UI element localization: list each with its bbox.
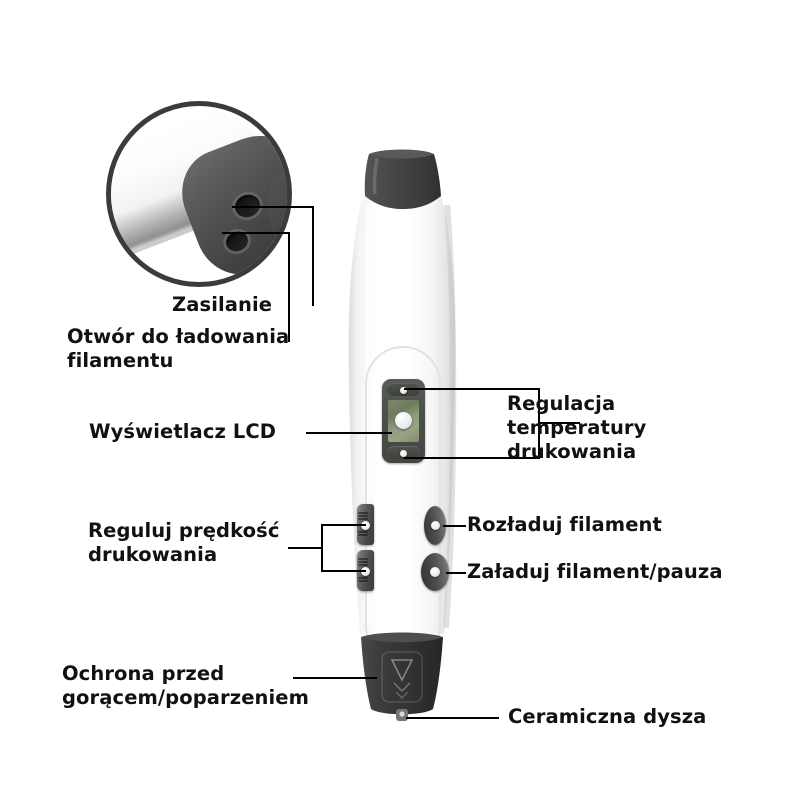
label-lcd-display: Wyświetlacz LCD: [89, 420, 277, 443]
lcd-temp-up-indicator: [400, 386, 407, 394]
lcd-temp-up-button[interactable]: [387, 383, 420, 396]
load-filament-button[interactable]: [421, 553, 449, 591]
magnifier-contents: [111, 106, 287, 282]
speed-up-ridge-5: [358, 534, 368, 536]
leader-temp-bottom: [404, 457, 540, 459]
speed-up-ridge-4: [358, 531, 368, 533]
leader-power-horizontal: [232, 206, 314, 208]
load-filament-indicator: [430, 567, 440, 577]
unload-filament-indicator: [431, 521, 440, 530]
speed-down-ridge-2: [358, 561, 368, 563]
label-ceramic-nozzle: Ceramiczna dysza: [508, 705, 707, 728]
nozzle-guard: [361, 637, 443, 715]
pen-top-cap: [364, 154, 441, 209]
lcd-temp-down-button[interactable]: [387, 446, 420, 459]
leader-lcd-display: [306, 432, 392, 434]
label-load-filament: Załaduj filament/pauza: [467, 560, 723, 583]
speed-up-ridge-1: [358, 512, 368, 514]
label-unload-filament: Rozładuj filament: [467, 513, 662, 536]
leader-filament-inlet-vertical: [288, 232, 290, 342]
pen-cap-top-edge: [369, 149, 434, 159]
label-heat-protection: Ochrona przed gorącem/poparzeniem: [62, 662, 310, 709]
leader-heat-protection: [293, 677, 377, 679]
leader-load-filament: [446, 572, 466, 574]
unload-filament-button[interactable]: [424, 506, 446, 545]
leader-speed-stem: [288, 547, 322, 549]
leader-unload-filament: [443, 525, 466, 527]
speed-down-ridge-3: [358, 564, 368, 566]
lcd-module: [382, 379, 425, 463]
nozzle-guard-top-rim: [361, 632, 443, 643]
ceramic-nozzle-orifice: [399, 711, 405, 717]
ceramic-nozzle-tip: [396, 709, 408, 721]
label-power: Zasilanie: [172, 293, 273, 316]
speed-down-ridge-5: [358, 580, 368, 582]
speed-down-ridge-1: [358, 558, 368, 560]
label-filament-inlet: Otwór do ładowania filamentu: [67, 325, 290, 372]
label-temperature-control: Regulacja temperatury drukowania: [507, 392, 647, 463]
speed-up-ridge-3: [358, 518, 368, 520]
speed-up-ridge-2: [358, 515, 368, 517]
nozzle-guard-inset: [381, 651, 423, 703]
leader-speed-bottom: [321, 570, 366, 572]
leader-filament-inlet-horizontal: [222, 232, 290, 234]
nozzle-guard-chevron-1: [393, 682, 411, 692]
leader-power-vertical: [312, 206, 314, 306]
leader-temp-top: [404, 388, 540, 390]
leader-temp-stem: [538, 422, 580, 424]
magnifier-circle: [106, 101, 292, 287]
pen-cap-highlight: [372, 157, 379, 195]
nozzle-guard-chevron-2: [395, 691, 409, 699]
leader-speed-top: [321, 524, 366, 526]
label-speed-control: Reguluj prędkość drukowania: [88, 519, 280, 566]
speed-down-ridge-4: [358, 577, 368, 579]
lcd-temp-down-indicator: [400, 449, 407, 457]
lcd-center-button[interactable]: [395, 412, 412, 429]
leader-ceramic-nozzle: [406, 717, 499, 719]
nozzle-guard-triangle: [390, 659, 414, 682]
